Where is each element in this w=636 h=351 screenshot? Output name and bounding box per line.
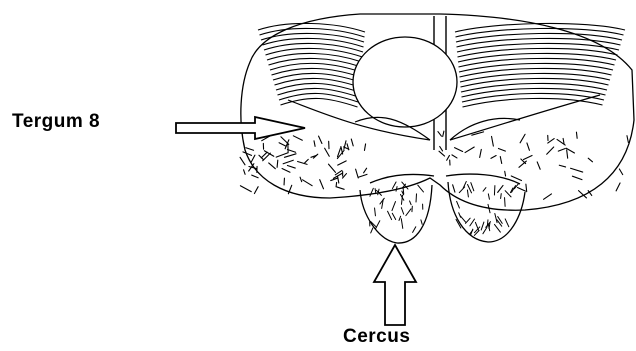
central-oval xyxy=(353,37,457,127)
right-cercus xyxy=(448,182,525,242)
cercus-arrow xyxy=(374,245,416,325)
cerci-pair xyxy=(360,174,525,243)
tergum-8-label: Tergum 8 xyxy=(12,111,100,133)
cercus-label: Cercus xyxy=(343,326,410,348)
